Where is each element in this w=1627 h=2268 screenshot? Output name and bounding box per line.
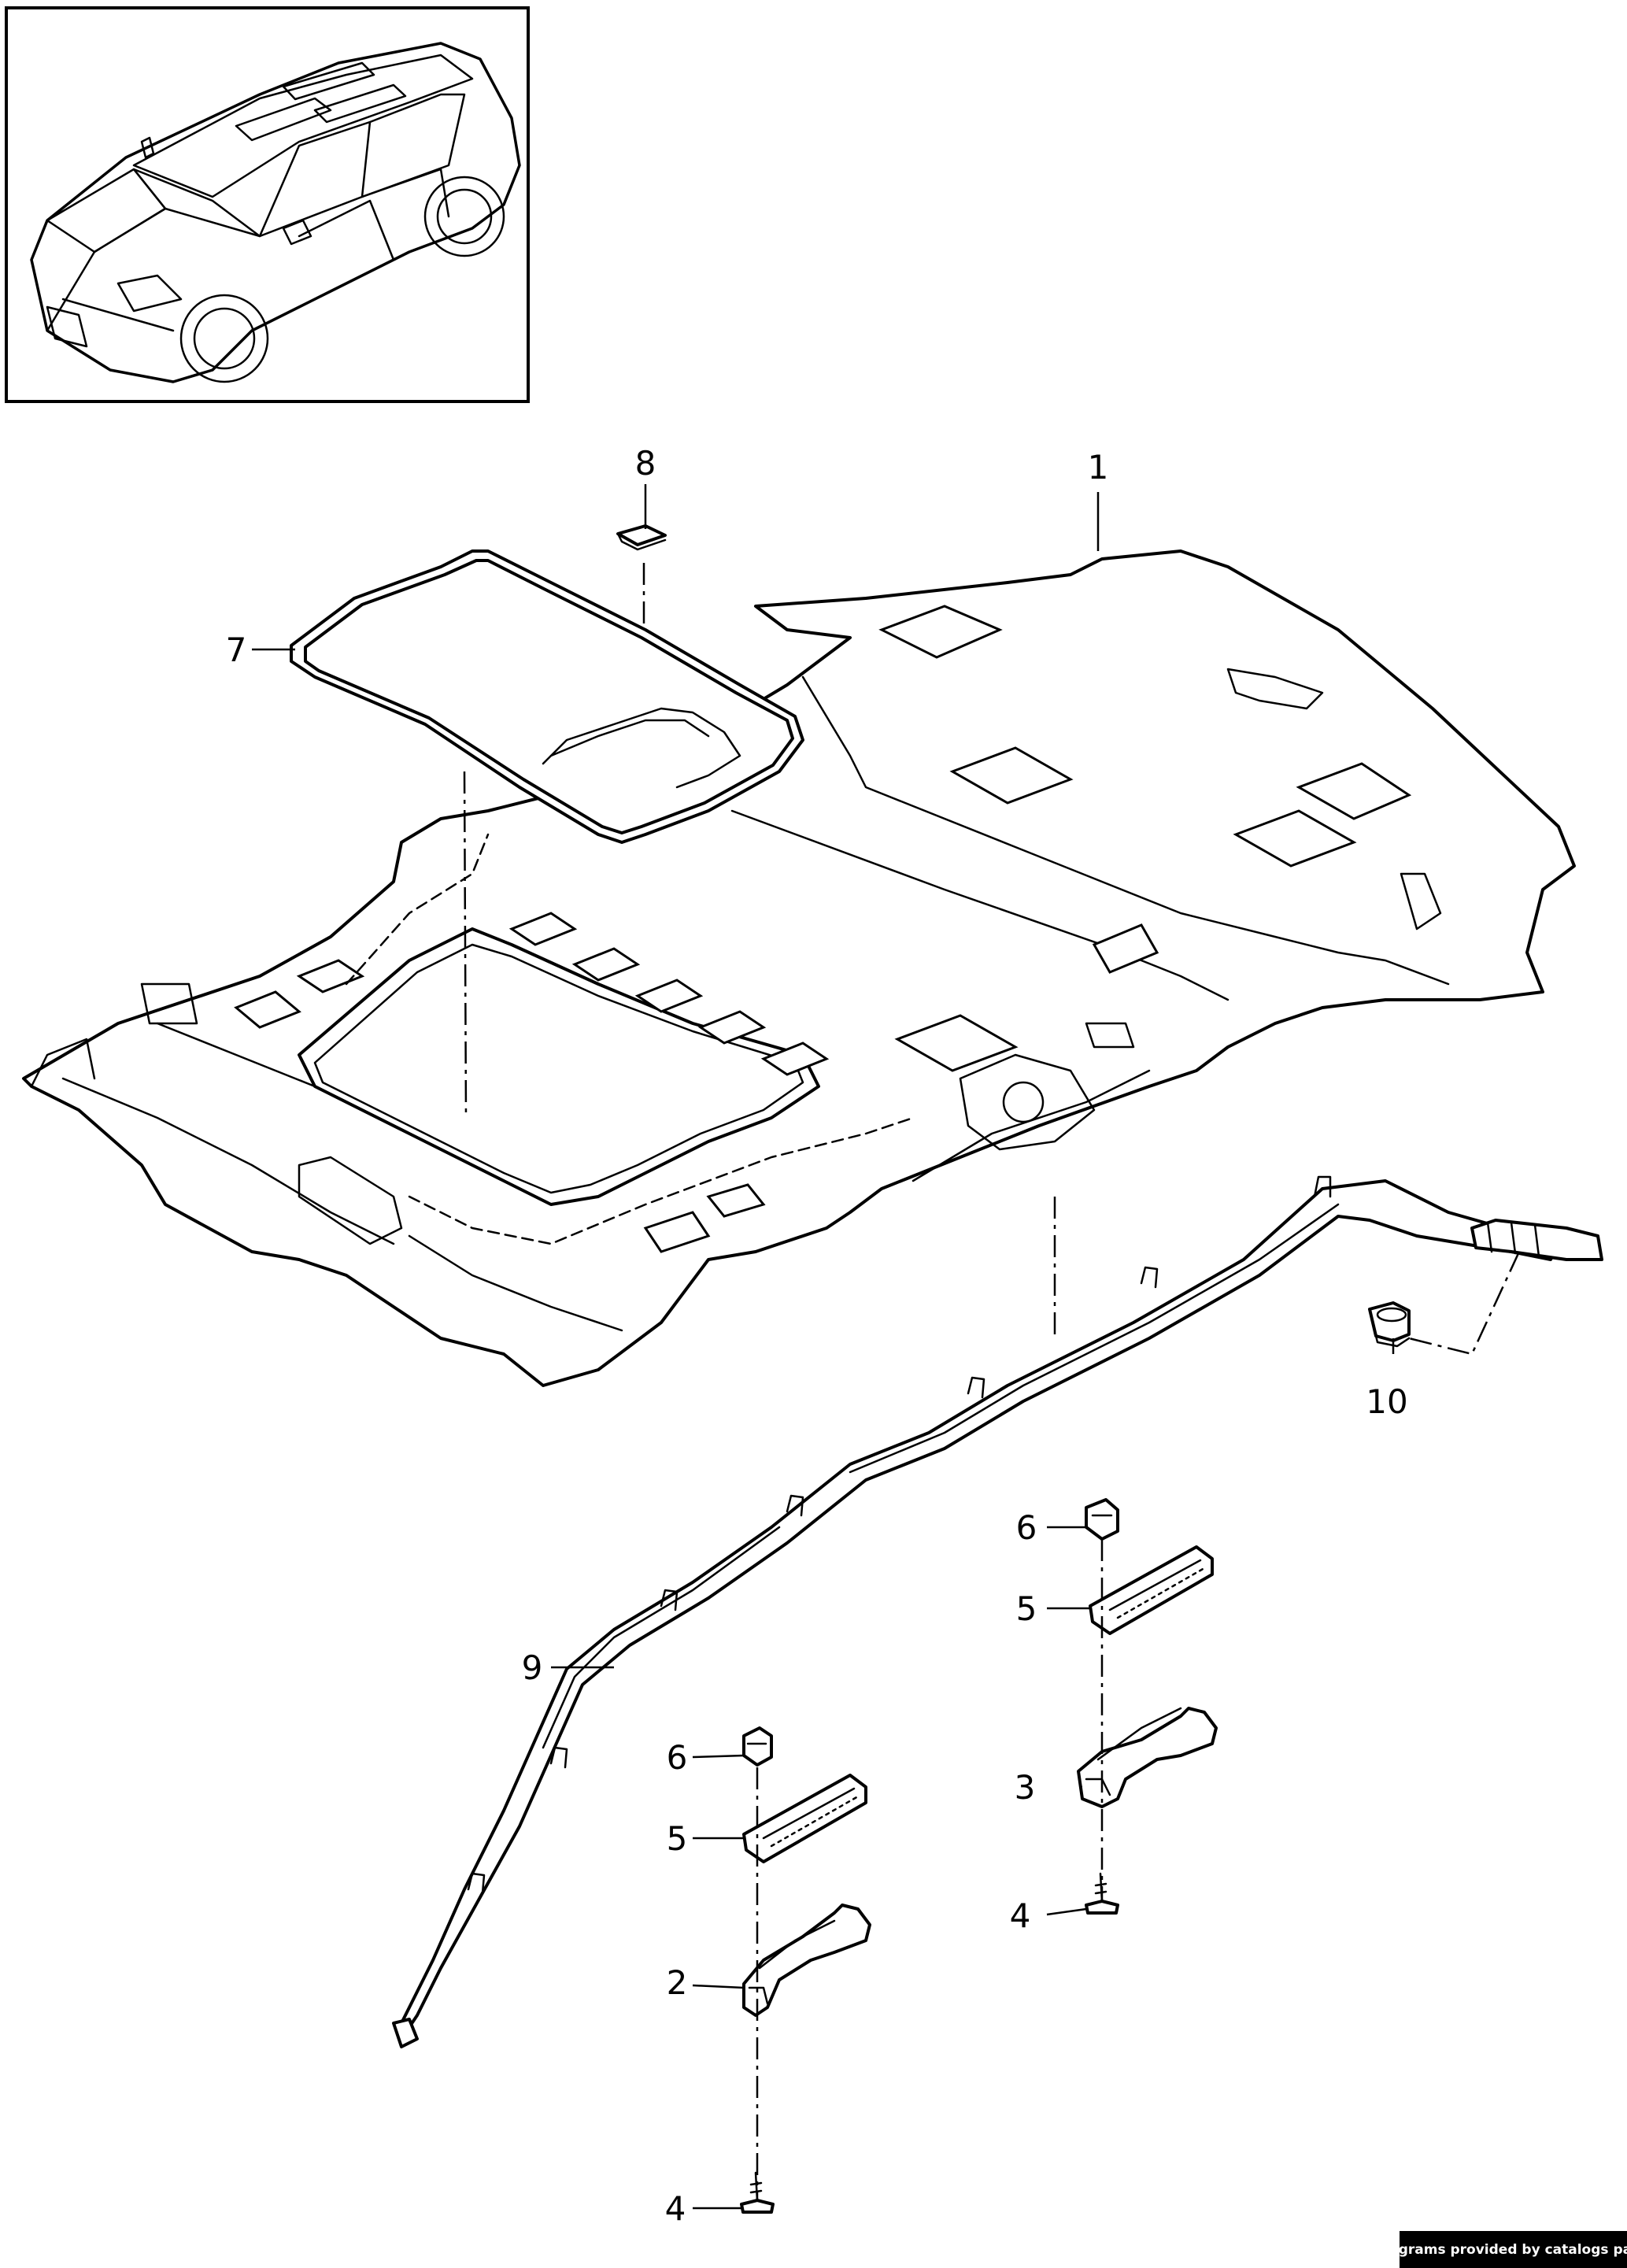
credit-badge: Diagrams provided by catalogs parts (1374, 2231, 1627, 2268)
grab-handle-set-left (740, 1726, 871, 2214)
callout-4-left: 4 (665, 2189, 686, 2228)
leader-lines (252, 484, 1395, 2210)
grommet-part-10 (1368, 1301, 1411, 1348)
callout-5-left: 5 (667, 1819, 688, 1858)
vehicle-overview-inset (5, 6, 530, 403)
callout-5-right: 5 (1016, 1589, 1037, 1628)
callout-labels: 1 2 3 4 4 5 5 6 6 7 8 9 10 (226, 444, 1408, 2228)
callout-6-left: 6 (667, 1738, 688, 1777)
headliner (22, 549, 1576, 1387)
callout-8: 8 (635, 444, 656, 483)
callout-3: 3 (1015, 1768, 1036, 1807)
clip-part-8 (616, 524, 667, 551)
callout-7: 7 (226, 631, 247, 669)
callout-1: 1 (1088, 448, 1109, 487)
callout-9: 9 (522, 1648, 543, 1687)
assembly-lines (463, 563, 1521, 2200)
curtain-airbag (392, 1175, 1603, 2048)
callout-2: 2 (667, 1963, 688, 2002)
sunroof-seal (290, 549, 804, 844)
callout-6-right: 6 (1016, 1508, 1037, 1547)
callout-4-right: 4 (1010, 1896, 1031, 1935)
callout-10: 10 (1366, 1382, 1407, 1421)
grab-handle-set-right (1077, 1498, 1218, 1915)
